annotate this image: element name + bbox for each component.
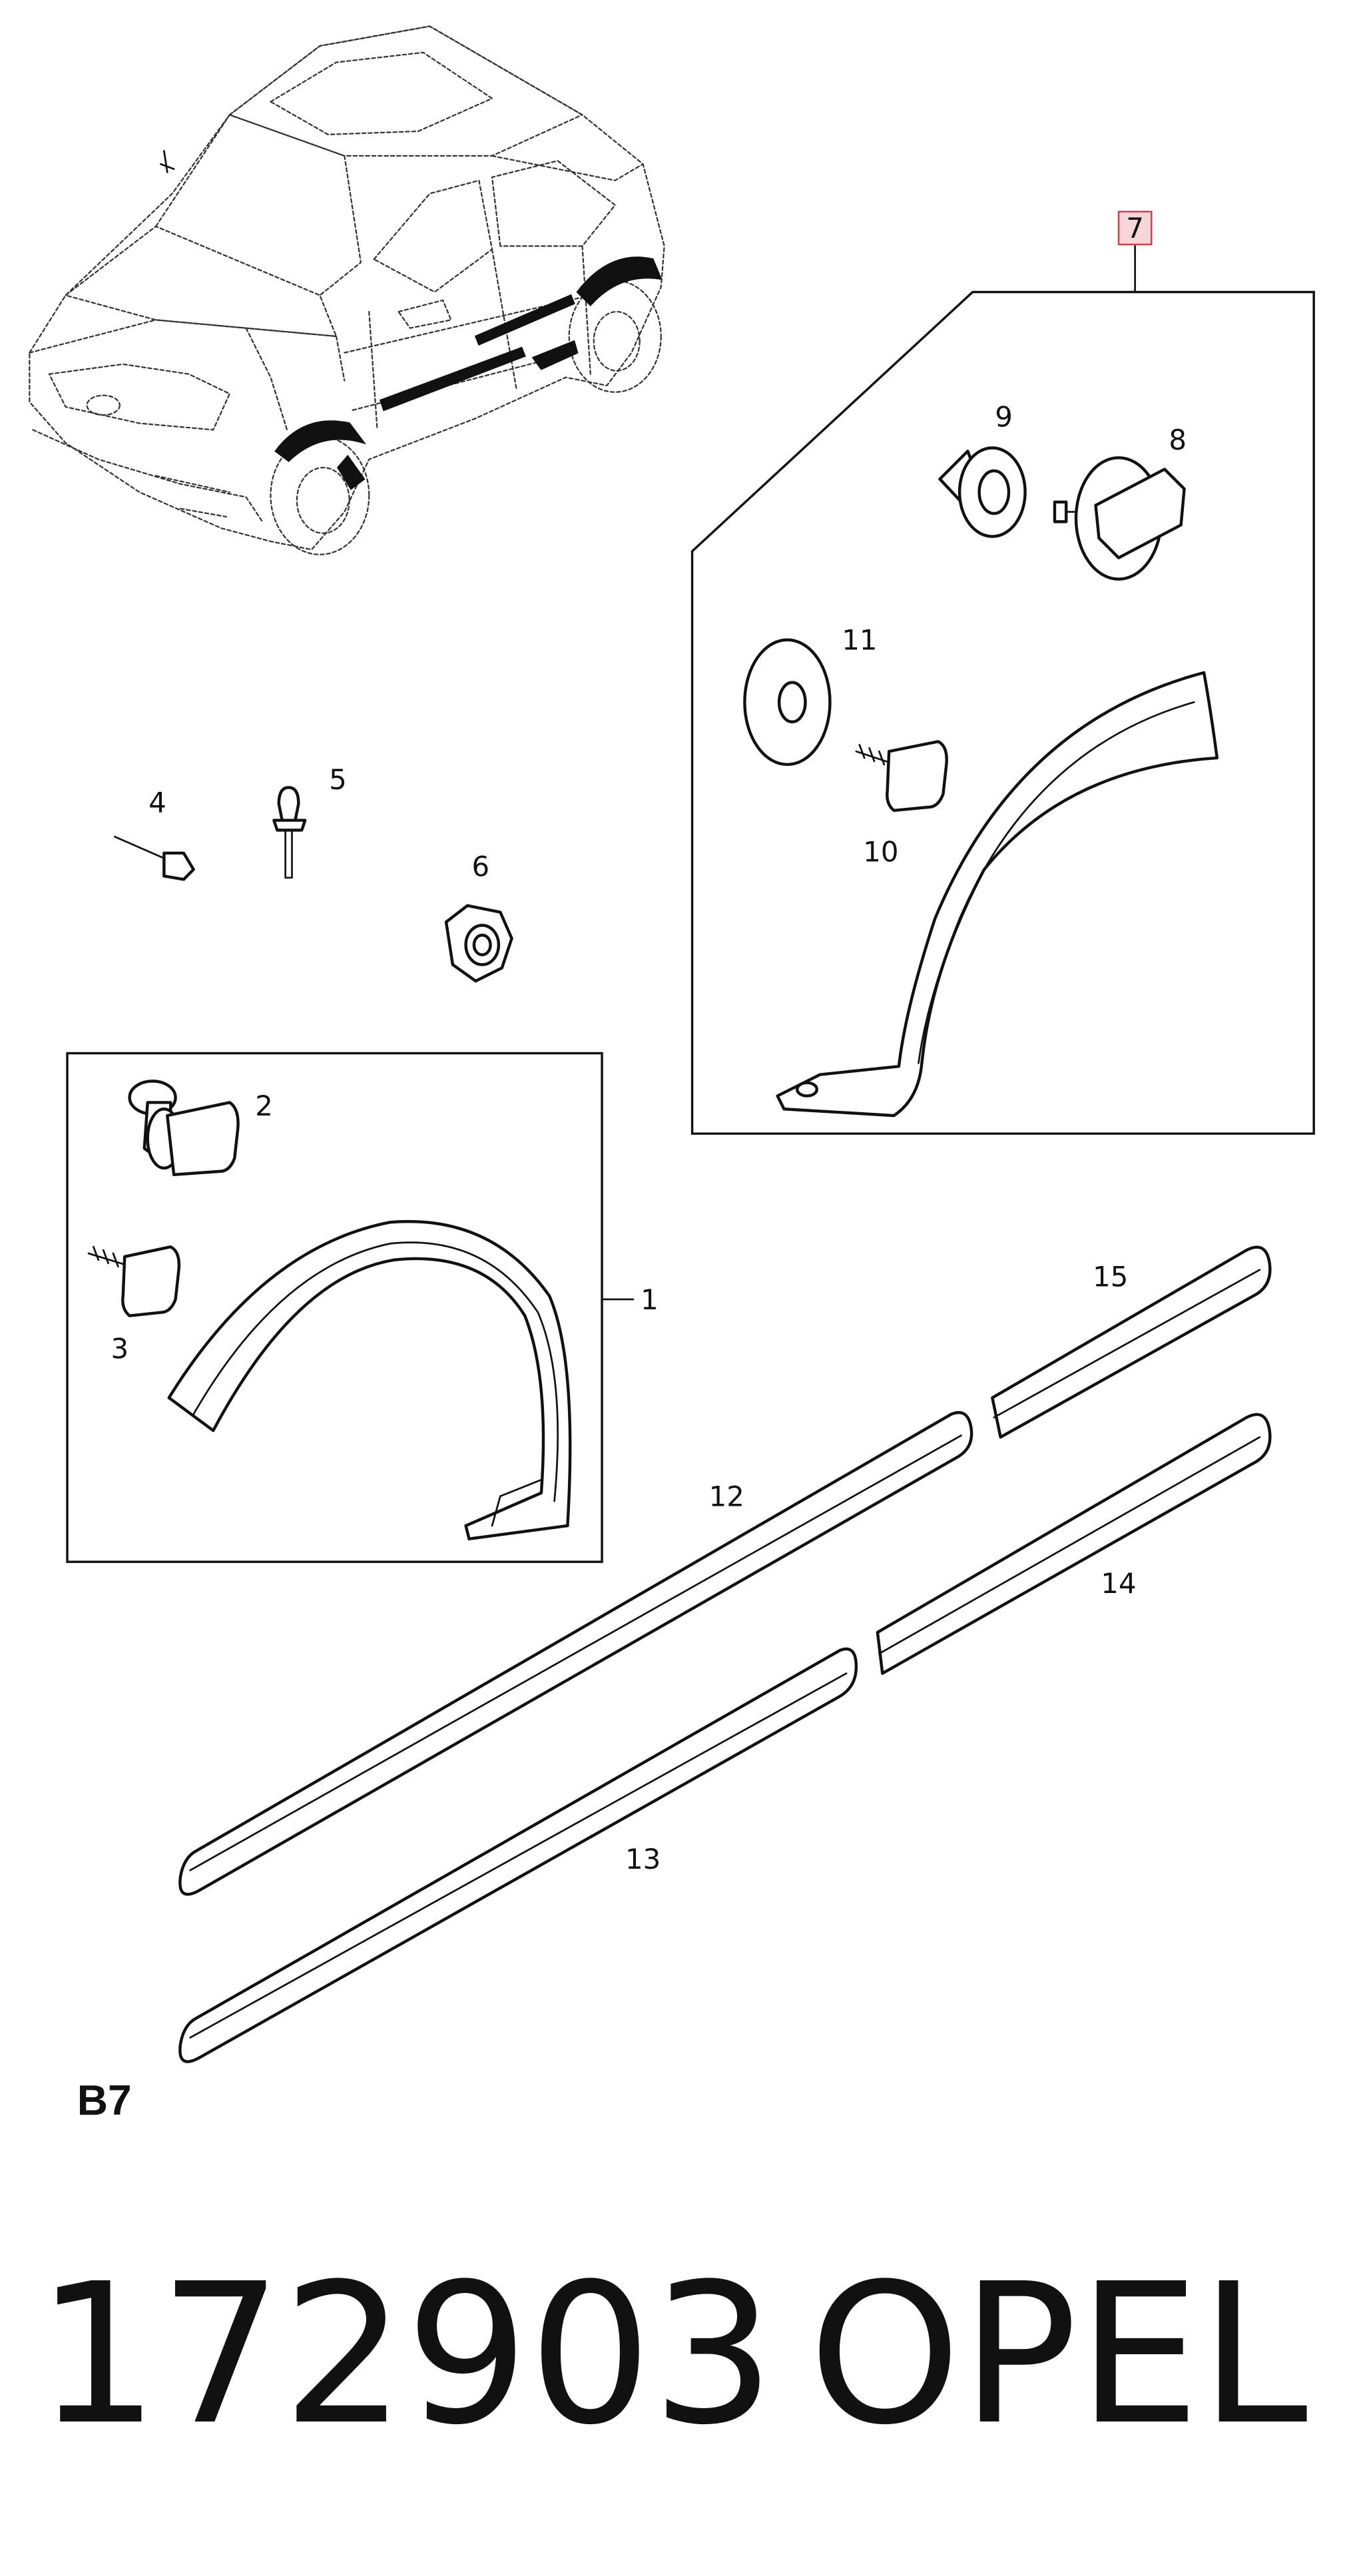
kit-box-1 <box>66 1052 603 1563</box>
callout-7[interactable]: 7 <box>1126 212 1144 244</box>
rear-wheel-arch-flare <box>776 671 1219 1118</box>
callout-15[interactable]: 15 <box>1093 1260 1128 1293</box>
callout-12[interactable]: 12 <box>709 1480 744 1512</box>
callout-11[interactable]: 11 <box>842 624 877 657</box>
molding-13 <box>178 1647 858 2063</box>
callout-14[interactable]: 14 <box>1101 1567 1136 1600</box>
part-8-clip <box>1053 456 1186 581</box>
callout-10[interactable]: 10 <box>863 835 898 868</box>
molding-15 <box>991 1245 1272 1439</box>
callout-2[interactable]: 2 <box>255 1090 273 1122</box>
molding-12 <box>178 1411 973 1896</box>
callout-5[interactable]: 5 <box>329 763 347 796</box>
callout-1[interactable]: 1 <box>641 1283 659 1316</box>
car-illustration <box>29 25 665 555</box>
callout-4[interactable]: 4 <box>148 786 166 818</box>
part-10-screw <box>855 740 948 812</box>
part-9-grommet <box>938 446 1027 538</box>
kit-box-7 <box>690 290 1315 1135</box>
part-number: 172903 <box>36 2242 775 2467</box>
section-label: B7 <box>77 2076 132 2124</box>
callout-7-highlight <box>1117 210 1153 246</box>
part-2-clip <box>128 1080 240 1177</box>
callout-9[interactable]: 9 <box>995 400 1013 433</box>
front-wheel-arch-flare <box>167 1219 572 1540</box>
callout-6[interactable]: 6 <box>471 850 489 882</box>
part-4-pin <box>114 835 195 881</box>
molding-14 <box>876 1413 1272 1675</box>
part-11-washer <box>743 638 832 767</box>
part-3-screw <box>87 1245 181 1317</box>
callout-8[interactable]: 8 <box>1169 424 1187 456</box>
part-5-pin <box>272 786 307 879</box>
callout-13[interactable]: 13 <box>625 1843 661 1875</box>
callout-3[interactable]: 3 <box>111 1333 129 1365</box>
part-6-nut <box>444 904 513 983</box>
brand-name: OPEL <box>808 2242 1308 2467</box>
